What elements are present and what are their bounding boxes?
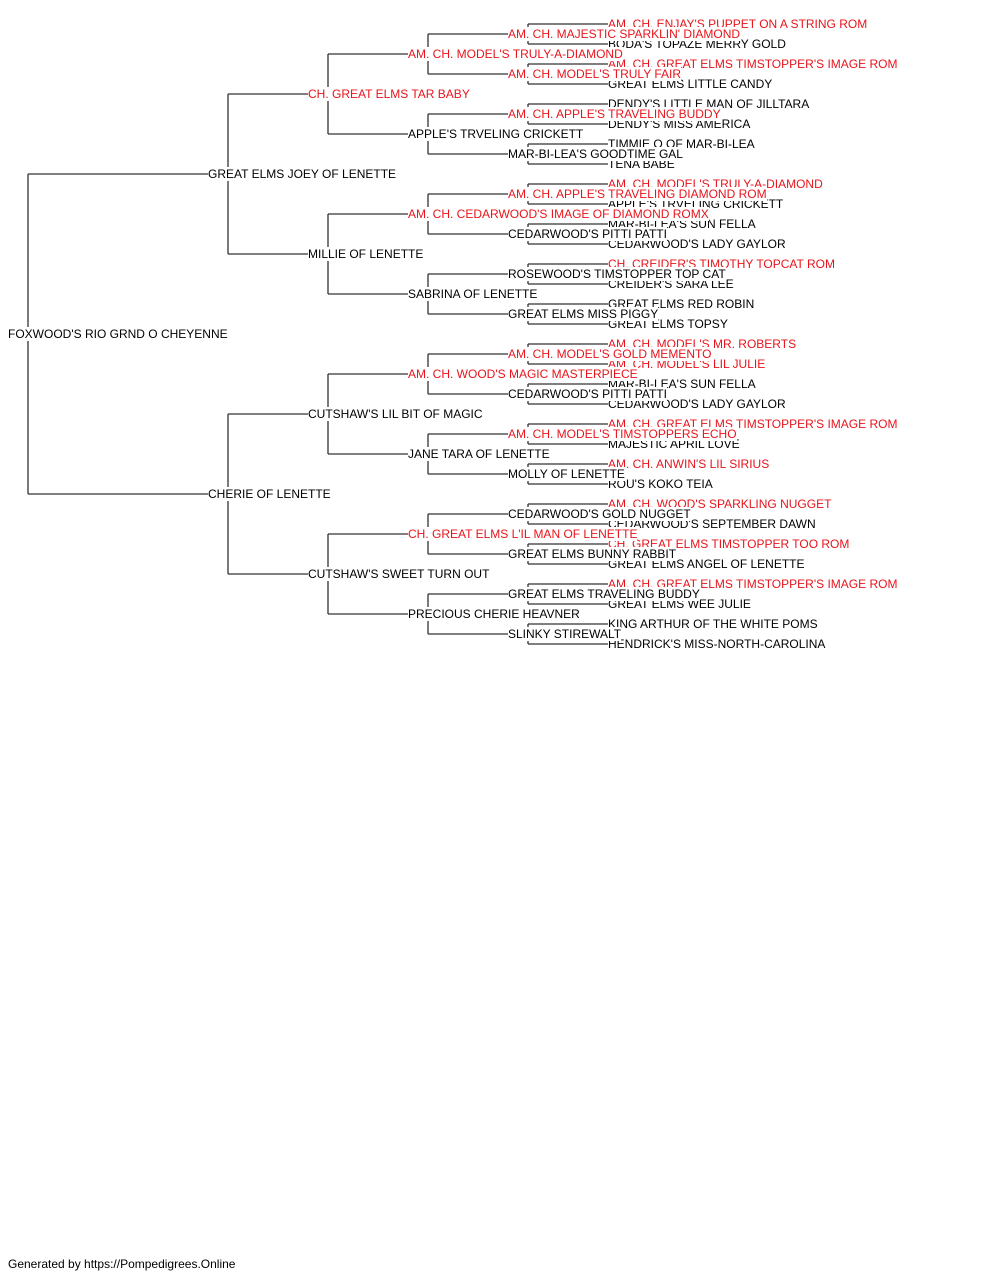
pedigree-entry-dam-dam-dam-dam-dam: HENDRICK'S MISS-NORTH-CAROLINA — [608, 637, 826, 651]
pedigree-entry-dam-dam-dam-sire: GREAT ELMS TRAVELING BUDDY — [508, 587, 700, 601]
pedigree-entry-dam-sire-dam-dam-dam: ROU'S KOKO TEIA — [608, 477, 713, 491]
pedigree-entry-sire-dam-sire: AM. CH. CEDARWOOD'S IMAGE OF DIAMOND ROM… — [408, 207, 709, 221]
pedigree-entry-dam-sire-dam-sire: AM. CH. MODEL'S TIMSTOPPERS ECHO — [508, 427, 737, 441]
pedigree-entry-sire: GREAT ELMS JOEY OF LENETTE — [208, 167, 397, 181]
pedigree-entry-dam-sire-dam: JANE TARA OF LENETTE — [408, 447, 550, 461]
pedigree-entry-dam-sire-dam-dam-sire: AM. CH. ANWIN'S LIL SIRIUS — [608, 457, 770, 471]
pedigree-entry-sire-sire-sire: AM. CH. MODEL'S TRULY-A-DIAMOND — [408, 47, 623, 61]
pedigree-entry-dam-dam-dam: PRECIOUS CHERIE HEAVNER — [408, 607, 580, 621]
pedigree-entry-dam-dam-dam-dam-sire: KING ARTHUR OF THE WHITE POMS — [608, 617, 818, 631]
pedigree-entry-sire-dam: MILLIE OF LENETTE — [308, 247, 424, 261]
pedigree-entry-sire-dam-dam-dam: GREAT ELMS MISS PIGGY — [508, 307, 659, 321]
pedigree-entry-sire-dam-dam-sire: ROSEWOOD'S TIMSTOPPER TOP CAT — [508, 267, 726, 281]
pedigree-entry-dam-dam-sire: CH. GREAT ELMS L'IL MAN OF LENETTE — [408, 527, 638, 541]
pedigree-entry-dam-sire-sire-dam: CEDARWOOD'S PITTI PATTI — [508, 387, 667, 401]
pedigree-entry-dam-dam-sire-sire: CEDARWOOD'S GOLD NUGGET — [508, 507, 691, 521]
pedigree-entry-dam-dam: CUTSHAW'S SWEET TURN OUT — [308, 567, 490, 581]
pedigree-entry-sire-sire: CH. GREAT ELMS TAR BABY — [308, 87, 470, 101]
pedigree-entry-dam-sire: CUTSHAW'S LIL BIT OF MAGIC — [308, 407, 483, 421]
pedigree-entry-dam-dam-dam-dam: SLINKY STIREWALT — [508, 627, 622, 641]
pedigree-entry-sire-sire-dam-dam: MAR-BI-LEA'S GOODTIME GAL — [508, 147, 683, 161]
pedigree-entry-sire-dam-dam: SABRINA OF LENETTE — [408, 287, 538, 301]
pedigree-entry-sire-dam-sire-dam: CEDARWOOD'S PITTI PATTI — [508, 227, 667, 241]
pedigree-entry-dam-sire-sire: AM. CH. WOOD'S MAGIC MASTERPIECE — [408, 367, 638, 381]
pedigree-entry-sire-sire-sire-sire: AM. CH. MAJESTIC SPARKLIN' DIAMOND — [508, 27, 741, 41]
pedigree-entry-dam-sire-sire-sire: AM. CH. MODEL'S GOLD MEMENTO — [508, 347, 712, 361]
pedigree-entry-dam-dam-sire-dam: GREAT ELMS BUNNY RABBIT — [508, 547, 677, 561]
pedigree-entry-dam: CHERIE OF LENETTE — [208, 487, 331, 501]
pedigree-entry-subject: FOXWOOD'S RIO GRND O CHEYENNE — [8, 327, 228, 341]
pedigree-entry-sire-dam-sire-sire: AM. CH. APPLE'S TRAVELING DIAMOND ROM — [508, 187, 767, 201]
pedigree-entry-sire-sire-dam-sire: AM. CH. APPLE'S TRAVELING BUDDY — [508, 107, 721, 121]
pedigree-entry-sire-sire-sire-dam: AM. CH. MODEL'S TRULY FAIR — [508, 67, 681, 81]
pedigree-entry-sire-sire-dam: APPLE'S TRVELING CRICKETT — [408, 127, 584, 141]
generated-by-footer: Generated by https://Pompedigrees.Online — [8, 1257, 236, 1271]
pedigree-entry-dam-sire-dam-dam: MOLLY OF LENETTE — [508, 467, 625, 481]
